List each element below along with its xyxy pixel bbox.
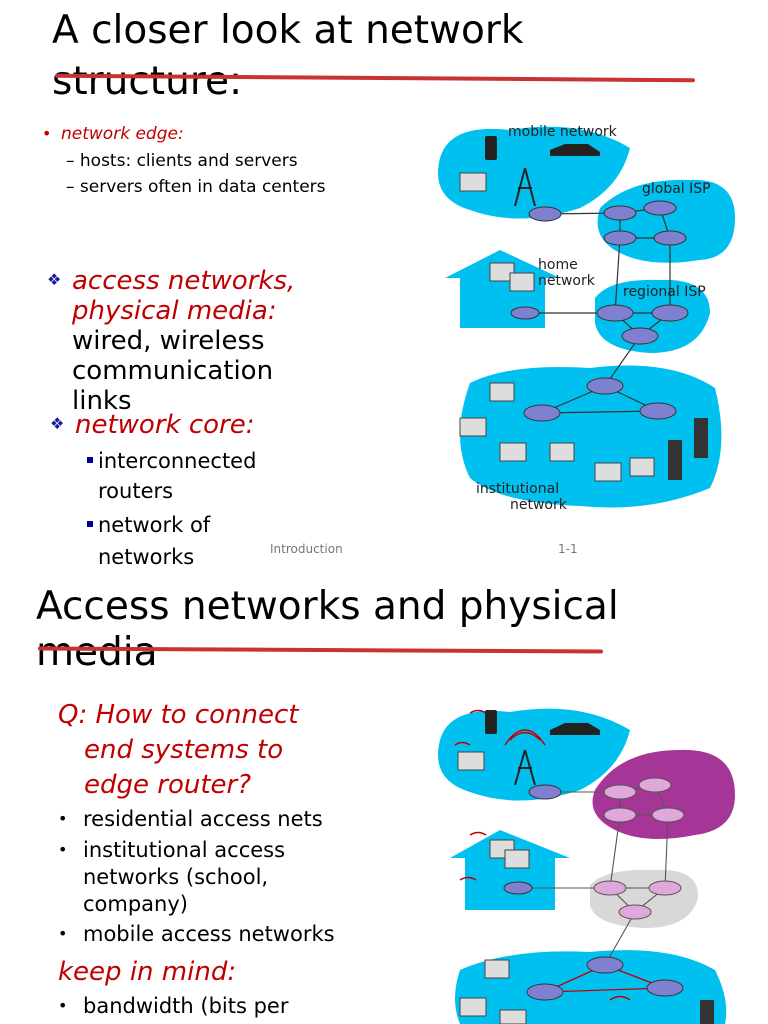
question-line1: Q: How to connect xyxy=(58,700,299,730)
bullet-dot: • xyxy=(58,924,68,943)
core-item-1-line2: routers xyxy=(98,479,174,503)
cell-tower xyxy=(514,749,536,786)
keep-item-bandwidth: bandwidth (bits per xyxy=(83,994,289,1018)
laptop-icons xyxy=(457,751,530,1024)
bullet-dot: • xyxy=(58,809,68,828)
car-icon xyxy=(550,144,600,156)
label-mobile-network: mobile network xyxy=(508,124,618,140)
access-heading-2: physical media: xyxy=(72,296,277,326)
core-item-2-line1: network of xyxy=(98,513,211,537)
question-line3: edge router? xyxy=(84,770,252,800)
edge-heading: network edge: xyxy=(61,124,184,144)
slide1-title-line1: A closer look at network xyxy=(52,8,524,53)
access-text-2: communication xyxy=(72,356,274,386)
square-bullet xyxy=(87,457,93,463)
regional-isp-cloud xyxy=(590,869,699,928)
server-icon xyxy=(700,1000,714,1024)
label-institutional-2: network xyxy=(510,497,568,513)
access-network-diagram xyxy=(438,708,735,1024)
routers xyxy=(510,200,689,422)
core-item-2-line2: networks xyxy=(98,545,195,569)
keep-in-mind-heading: keep in mind: xyxy=(58,957,237,987)
core-item-1-line1: interconnected xyxy=(98,449,257,473)
bullet-dot: • xyxy=(42,124,52,143)
institutional-network-cloud xyxy=(455,950,727,1024)
diamond-bullet: ❖ xyxy=(50,414,65,433)
edge-item-servers: – servers often in data centers xyxy=(66,177,326,197)
item-institutional-1: institutional access xyxy=(83,838,286,862)
footer-left: Introduction xyxy=(270,542,343,556)
footer-right: 1-1 xyxy=(558,542,578,556)
edge-item-hosts: – hosts: clients and servers xyxy=(66,151,298,171)
access-text-1: wired, wireless xyxy=(72,326,265,356)
access-text-3: links xyxy=(72,386,132,416)
core-heading: network core: xyxy=(75,410,255,440)
cell-tower xyxy=(514,167,536,207)
label-home-1: home xyxy=(538,257,578,273)
label-institutional-1: institutional xyxy=(476,481,559,497)
phone-icon xyxy=(485,136,497,160)
diamond-bullet: ❖ xyxy=(47,270,62,289)
network-diagram: mobile network global ISP home network r… xyxy=(438,124,735,513)
routers xyxy=(503,784,684,1001)
item-institutional-3: company) xyxy=(83,892,188,916)
laptop-icons xyxy=(459,172,655,482)
label-regional-isp: regional ISP xyxy=(623,284,706,300)
institutional-network-cloud xyxy=(460,365,722,508)
slide2-title-line1: Access networks and physical xyxy=(36,584,619,629)
bullet-dot: • xyxy=(58,840,68,859)
slide1-title-line2: structure: xyxy=(52,59,243,104)
car-icon xyxy=(550,723,600,735)
purple-routers xyxy=(593,777,685,920)
label-global-isp: global ISP xyxy=(642,181,711,197)
phone-icon xyxy=(485,710,497,734)
access-heading-1: access networks, xyxy=(72,266,296,296)
item-institutional-2: networks (school, xyxy=(83,865,269,889)
wireless-wave-icons xyxy=(454,709,631,1001)
home-house xyxy=(450,830,570,910)
item-mobile: mobile access networks xyxy=(83,922,335,946)
bullet-dot: • xyxy=(58,996,68,1015)
item-residential: residential access nets xyxy=(83,807,323,831)
label-home-2: network xyxy=(538,273,596,289)
question-line2: end systems to xyxy=(84,735,284,765)
square-bullet xyxy=(87,521,93,527)
server-icons xyxy=(668,418,708,480)
slide2-title-line2: media xyxy=(36,630,158,675)
